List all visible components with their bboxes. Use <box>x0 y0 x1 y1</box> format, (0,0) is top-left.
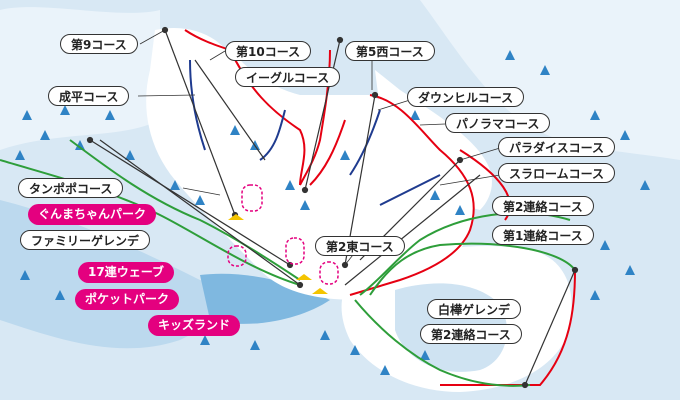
park-outline-ren17 <box>285 237 305 265</box>
park-outline-kids <box>319 261 339 285</box>
label-park-pocket: ポケットパーク <box>75 289 180 310</box>
label-family: ファミリーゲレンデ <box>20 230 151 250</box>
label-course-10: 第10コース <box>225 41 312 61</box>
label-panorama: パノラマコース <box>445 113 551 133</box>
course-blue-3 <box>349 109 381 176</box>
course-red-4 <box>309 119 346 186</box>
label-paradise: パラダイスコース <box>498 137 616 157</box>
park-outline-gunma <box>241 184 263 212</box>
course-blue-4 <box>379 174 441 206</box>
label-park-kids: キッズランド <box>148 315 241 336</box>
course-green-1 <box>69 139 301 281</box>
label-connector-2-lower: 第2連絡コース <box>420 324 522 344</box>
label-shirakaba: 白樺ゲレンデ <box>427 299 522 319</box>
course-green-5 <box>354 299 531 387</box>
label-connector-1: 第1連絡コース <box>492 225 594 245</box>
course-green-2 <box>0 159 301 286</box>
course-red-6 <box>440 269 576 386</box>
label-course-2-east: 第2東コース <box>315 236 405 256</box>
park-outlines <box>227 184 339 285</box>
label-park-gunma: ぐんまちゃんパーク <box>28 204 157 225</box>
park-outline-pocket <box>227 245 247 267</box>
label-downhill: ダウンヒルコース <box>407 87 525 107</box>
label-tanpopo: タンポポコース <box>18 178 124 198</box>
base-facilities <box>228 214 328 294</box>
course-red-1 <box>184 29 306 186</box>
label-slalom: スラロームコース <box>498 163 616 183</box>
base-water <box>200 273 330 324</box>
course-red-3 <box>349 94 475 296</box>
snowfield-right <box>420 0 680 160</box>
label-course-9: 第9コース <box>60 34 138 54</box>
course-green-4 <box>369 242 576 296</box>
label-seihei: 成平コース <box>48 86 130 106</box>
label-park-17-wave: 17連ウェーブ <box>78 262 174 283</box>
label-course-5-west: 第5西コース <box>345 41 435 61</box>
label-connector-2: 第2連絡コース <box>492 196 594 216</box>
label-eagle: イーグルコース <box>235 67 341 87</box>
